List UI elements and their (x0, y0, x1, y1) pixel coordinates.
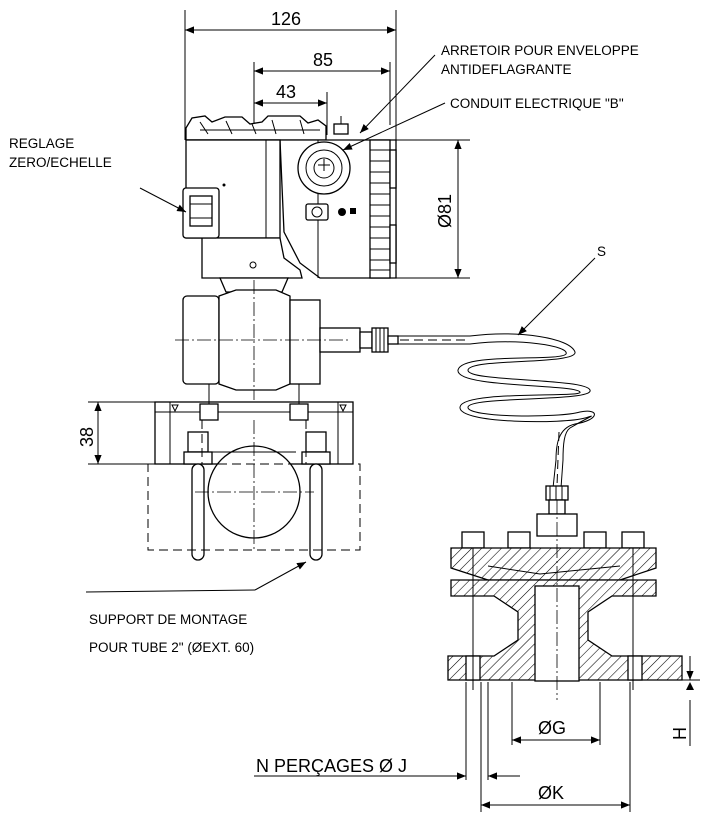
arretoir-label-line1: ARRETOIR POUR ENVELOPPE (441, 43, 639, 58)
dimension-d81: Ø81 (396, 139, 470, 279)
dimension-d81-text: Ø81 (435, 194, 455, 228)
reglage-label-line2: ZERO/ECHELLE (9, 155, 112, 170)
dimension-diameter-k: ØK (480, 682, 631, 812)
bolt-holes-label: N PERÇAGES Ø J (256, 756, 407, 776)
capillary-label: S (597, 244, 606, 259)
arretoir-callout: ARRETOIR POUR ENVELOPPE ANTIDEFLAGRANTE (359, 43, 639, 134)
transmitter-head (182, 115, 397, 279)
reglage-label-line1: REGLAGE (9, 136, 74, 151)
dimension-h: H (670, 656, 700, 746)
dimension-85: 85 (253, 50, 391, 125)
mounting-bracket (147, 384, 361, 561)
dimension-38: 38 (77, 401, 155, 465)
dimension-diameter-k-text: ØK (538, 783, 564, 803)
dimension-38-text: 38 (77, 427, 97, 447)
conduit-callout: CONDUIT ELECTRIQUE "B" (342, 96, 624, 151)
conduit-label: CONDUIT ELECTRIQUE "B" (450, 96, 624, 111)
reglage-callout: REGLAGE ZERO/ECHELLE (9, 136, 187, 213)
dimension-diameter-g: ØG (511, 682, 601, 745)
support-callout: SUPPORT DE MONTAGE POUR TUBE 2" (ØEXT. 6… (85, 561, 307, 655)
dimension-h-text: H (670, 727, 690, 740)
remote-seal-flange (447, 485, 683, 700)
support-label-line1: SUPPORT DE MONTAGE (89, 612, 247, 627)
dimension-126-text: 126 (271, 9, 301, 29)
dimension-diameter-g-text: ØG (538, 718, 566, 738)
dimension-85-text: 85 (313, 50, 333, 70)
bolt-holes-callout: N PERÇAGES Ø J (254, 682, 520, 780)
sensor-body (175, 277, 399, 400)
support-label-line2: POUR TUBE 2" (ØEXT. 60) (89, 640, 254, 655)
dimension-126: 126 (184, 9, 397, 140)
capillary-tube: S (398, 244, 606, 489)
dimension-43-text: 43 (276, 82, 296, 102)
arretoir-label-line2: ANTIDEFLAGRANTE (441, 62, 572, 77)
